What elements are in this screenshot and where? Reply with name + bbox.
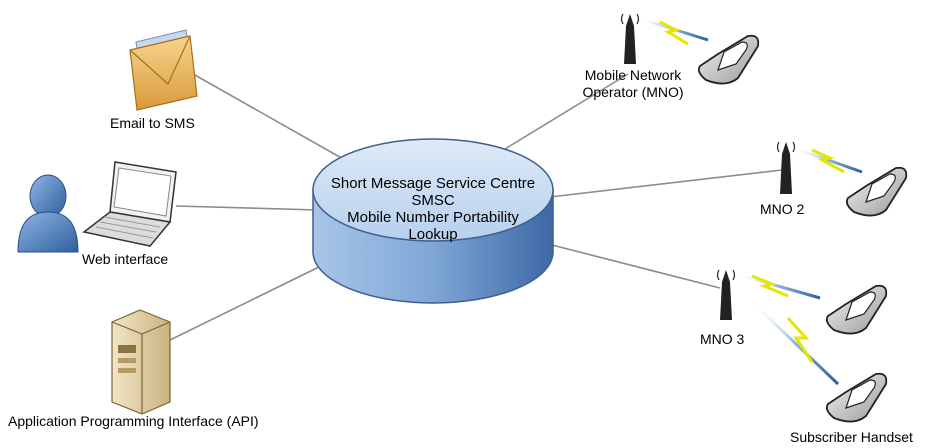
- user-icon: [17, 174, 79, 253]
- mno3-label: MNO 3: [700, 331, 745, 347]
- mno3-signal-beam-1: [735, 272, 821, 300]
- connector-mno2: [549, 169, 783, 198]
- mno1-antenna-icon: [620, 13, 640, 64]
- connector-web: [175, 205, 319, 211]
- connector-email: [185, 69, 346, 161]
- smsc-label-line2: SMSC: [411, 192, 455, 209]
- mno2-antenna-icon: [776, 141, 796, 194]
- email-icon: [129, 29, 198, 111]
- mno2-handset-icon: [845, 166, 908, 217]
- smsc-label-line3: Mobile Number Portability: [347, 209, 519, 226]
- web-interface-label: Web interface: [82, 251, 168, 267]
- api-label: Application Programming Interface (API): [8, 413, 259, 429]
- subscriber-handset-label: Subscriber Handset: [790, 429, 913, 445]
- mno3-signal-beam-2: [750, 300, 840, 386]
- mno1-signal-beam: [637, 16, 709, 46]
- smsc-label-line1: Short Message Service Centre: [331, 175, 535, 192]
- mno1-handset-icon: [697, 34, 760, 85]
- smsc-label-line4: Lookup: [408, 226, 457, 243]
- mno3-handset-icon-2: [825, 372, 888, 423]
- smsc-cylinder: Short Message Service Centre SMSC Mobile…: [312, 138, 554, 304]
- email-to-sms-label: Email to SMS: [110, 115, 195, 131]
- mno2-label: MNO 2: [760, 201, 805, 217]
- connector-mno3: [547, 243, 721, 289]
- mno1-label-line2: Operator (MNO): [582, 84, 683, 100]
- mno2-signal-beam: [793, 146, 863, 174]
- server-icon: [111, 309, 171, 415]
- mno3-handset-icon-1: [825, 284, 888, 335]
- mno3-antenna-icon: [716, 269, 736, 320]
- mno1-label-line1: Mobile Network: [585, 67, 682, 83]
- laptop-icon: [82, 161, 177, 247]
- connectors: [169, 69, 783, 341]
- connector-mno1: [499, 73, 629, 153]
- connector-api: [169, 264, 324, 341]
